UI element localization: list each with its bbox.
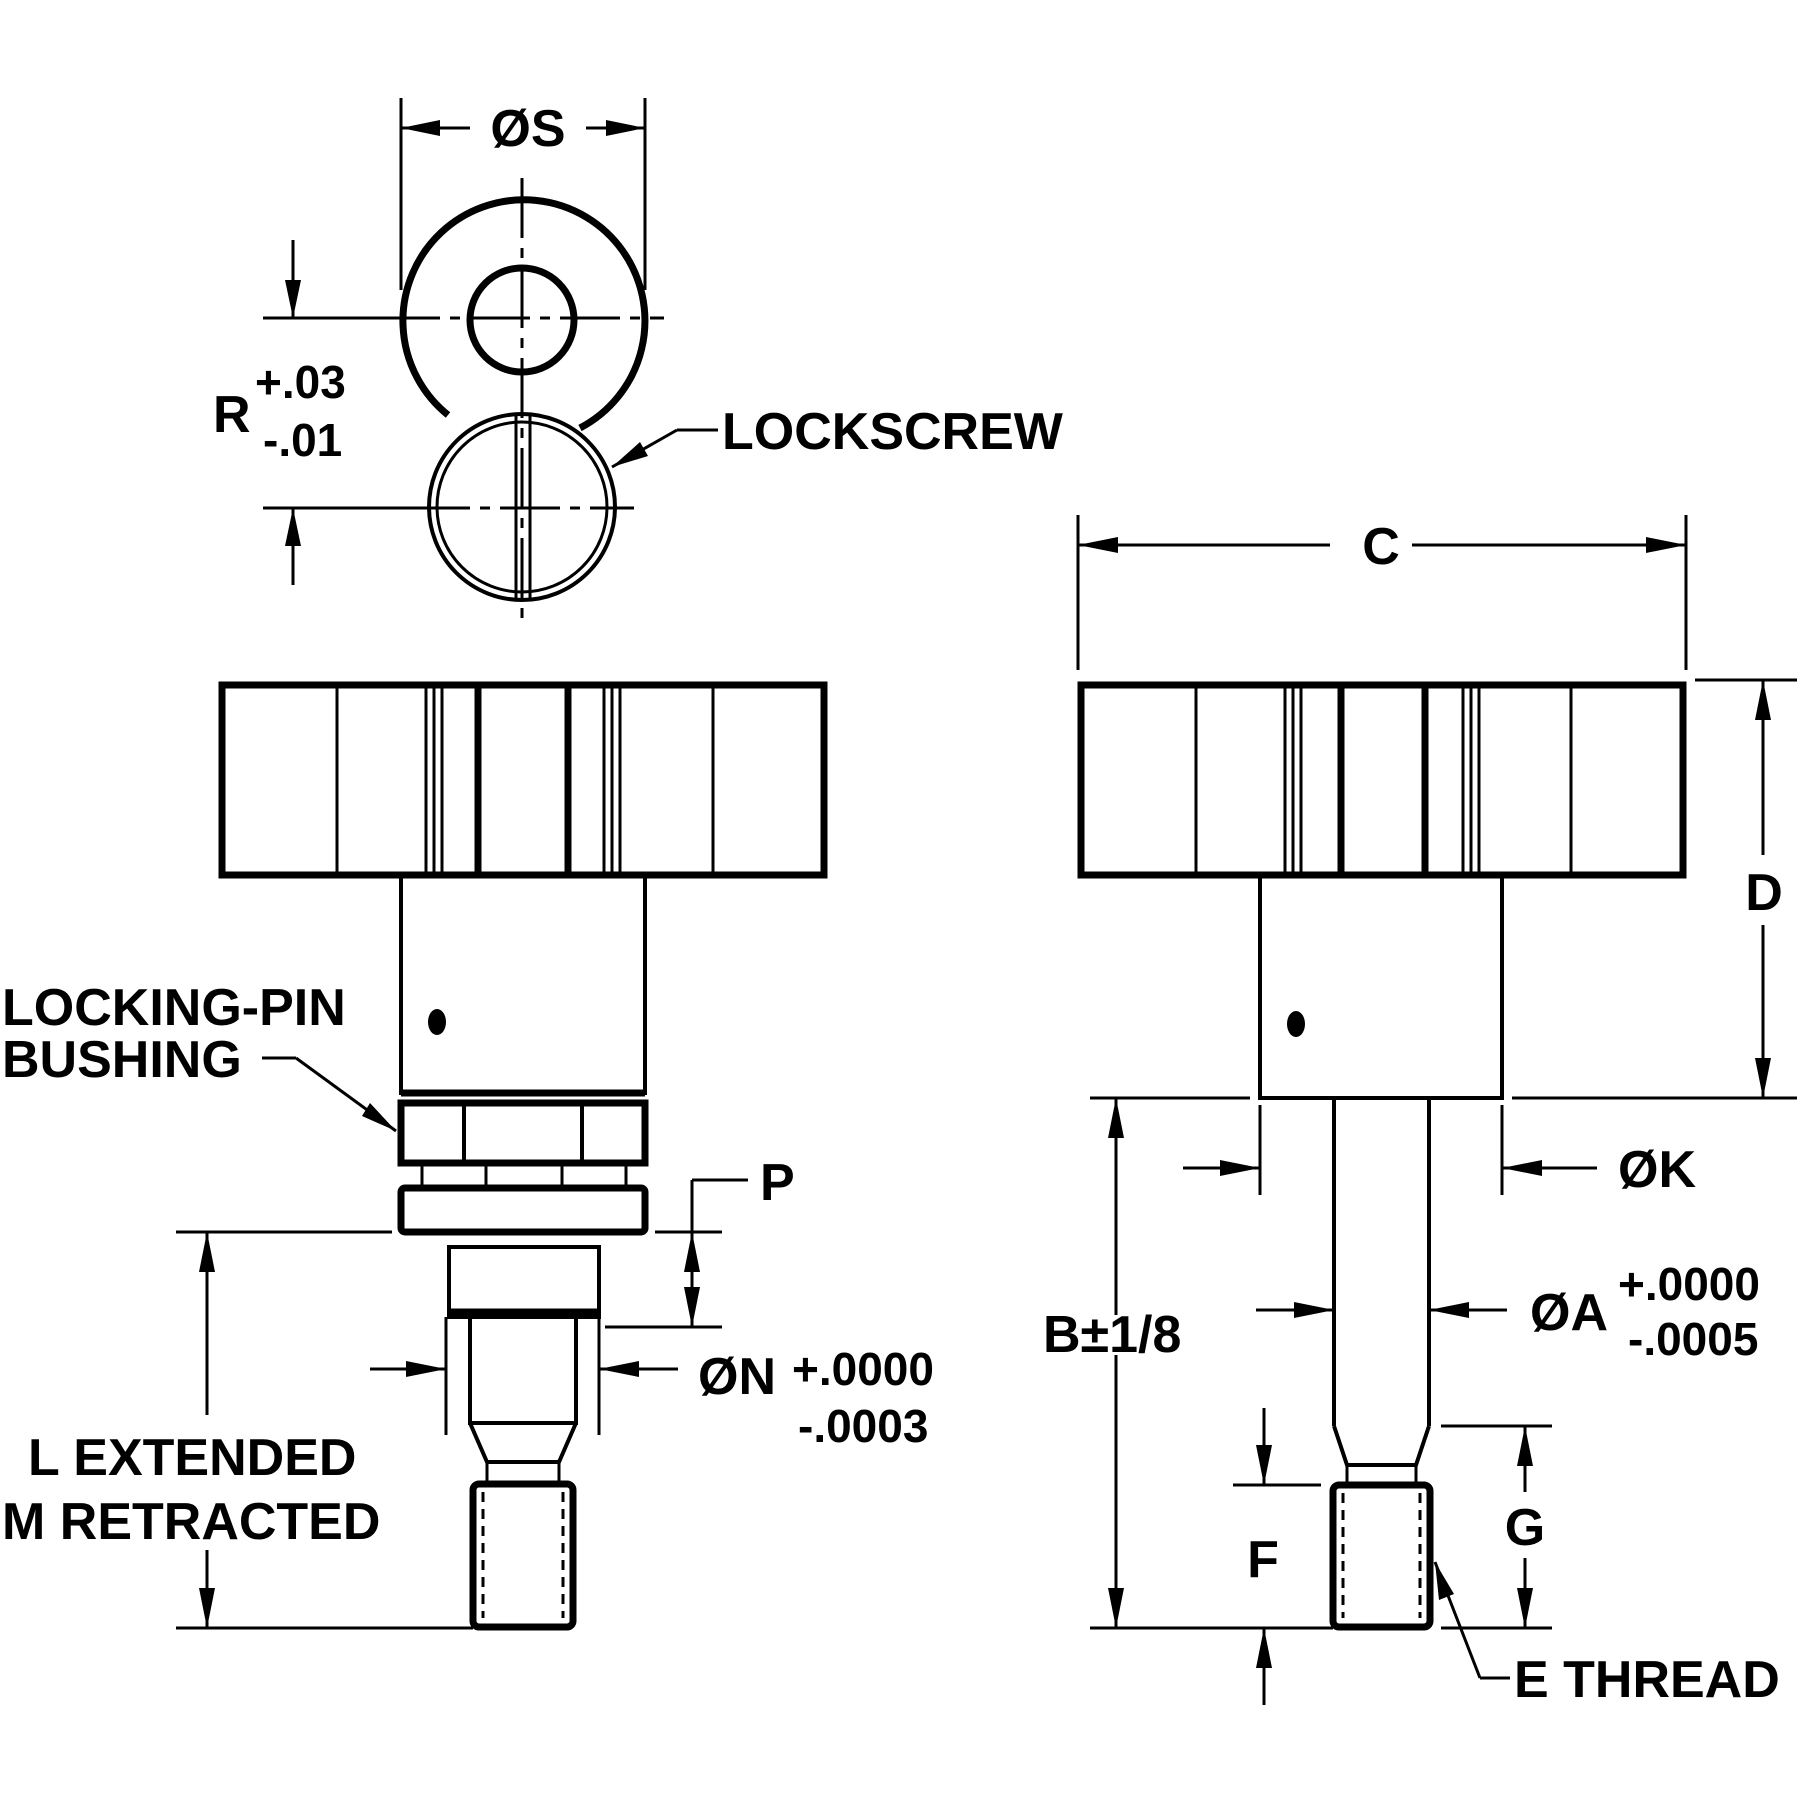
top-view: ØS R +.03 -.01 LOCKSCREW [213,98,1064,618]
locking-pin-label-line1: LOCKING-PIN [2,979,346,1037]
bushing-washer [397,1184,649,1236]
c-arrow-left [1078,537,1118,553]
e-thread-arrow [1435,1562,1454,1600]
a-label: ØA [1530,1284,1608,1342]
p-label: P [760,1154,795,1212]
d-label: D [1745,864,1783,922]
b-label: B±1/8 [1043,1306,1181,1364]
s-arrow-left [401,120,440,136]
pin-chamfer [468,1422,578,1464]
lockscrew-label: LOCKSCREW [722,403,1064,461]
a-tolerance-minus: -.0005 [1628,1313,1758,1365]
g-label: G [1505,1499,1545,1557]
right-front-view: C D ØK ØA +.0000 -.0005 B±1/8 [1043,515,1797,1709]
g-arrow-top [1517,1426,1533,1466]
f-arrow-bottom [1256,1628,1272,1668]
d-arrow-top [1755,680,1771,720]
right-hub [1258,873,1504,1100]
k-label: ØK [1618,1141,1696,1199]
f-label: F [1247,1531,1279,1589]
b-arrow-bottom [1108,1588,1124,1628]
p-arrow-bottom [684,1287,700,1327]
l-extended-label: L EXTENDED [28,1429,356,1487]
k-arrow-left [1220,1160,1260,1176]
left-knob-head [218,681,828,879]
pin-thread [469,1480,577,1631]
left-front-view: LOCKING-PIN BUSHING P ØN +.0000 -.0003 L… [2,681,934,1631]
r-tolerance-plus: +.03 [255,356,346,408]
c-label: C [1362,518,1400,576]
d-arrow-bottom [1755,1058,1771,1098]
locking-pin-label-line2: BUSHING [2,1031,242,1089]
b-arrow-top [1108,1098,1124,1138]
lm-arrow-top [199,1232,215,1272]
c-arrow-right [1646,537,1686,553]
a-arrow-right [1429,1302,1469,1318]
locking-pin-arrow [362,1103,396,1131]
bushing-hex-nut [397,1099,649,1167]
left-hub-hole [428,1009,446,1035]
n-tolerance-minus: -.0003 [798,1400,928,1452]
p-arrow-top [684,1232,700,1272]
shaft-chamfer [1332,1425,1431,1467]
right-hub-hole [1287,1011,1305,1037]
n-arrow-left [406,1361,446,1377]
n-tolerance-plus: +.0000 [792,1343,934,1395]
n-arrow-right [599,1361,639,1377]
pin-collar [447,1245,601,1319]
lm-arrow-bottom [199,1588,215,1628]
s-arrow-right [606,120,645,136]
r-arrow-bottom [285,508,301,546]
left-hub [399,873,647,1095]
m-retracted-label: M RETRACTED [2,1493,380,1551]
a-tolerance-plus: +.0000 [1618,1258,1760,1310]
a-arrow-left [1294,1302,1334,1318]
f-arrow-top [1256,1445,1272,1485]
pin-shank [468,1315,578,1425]
shaft-thread [1329,1481,1434,1631]
top-view-knob-outline [399,196,649,432]
lockscrew-arrow [612,442,648,467]
n-label: ØN [698,1348,776,1406]
g-arrow-bottom [1517,1588,1533,1628]
right-knob-head [1077,681,1687,879]
r-tolerance-minus: -.01 [263,414,342,466]
e-thread-label: E THREAD [1514,1651,1780,1709]
r-arrow-top [285,280,301,318]
s-label: ØS [490,100,565,158]
k-arrow-right [1502,1160,1542,1176]
r-label: R [213,386,251,444]
